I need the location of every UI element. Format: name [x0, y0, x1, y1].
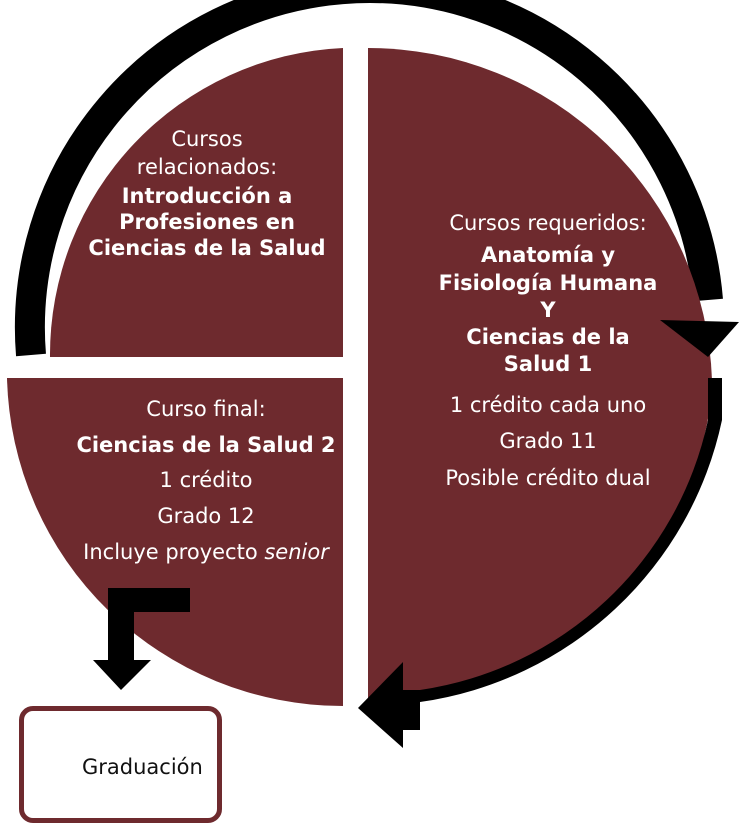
related-course-3: Ciencias de la Salud	[88, 236, 326, 260]
final-project-italic: senior	[264, 539, 329, 564]
final-heading: Curso final:	[146, 397, 266, 421]
required-grade: Grado 11	[499, 429, 597, 454]
graduation-label: Graduación	[82, 755, 203, 779]
elbow-arrowhead	[93, 660, 151, 690]
required-credits: 1 crédito cada uno	[449, 392, 647, 417]
required-course-2a: Ciencias de la	[466, 325, 630, 350]
related-courses-text: Cursos relacionados: Introducción a Prof…	[60, 126, 354, 261]
right-lower-arc	[420, 378, 722, 702]
graduation-box	[19, 706, 222, 823]
outer-cycle-arc	[14, 0, 723, 357]
related-heading-2: relacionados:	[136, 155, 278, 180]
quadrant-bottom-left	[7, 378, 343, 706]
quadrant-right	[368, 47, 712, 703]
required-course-2b: Salud 1	[503, 352, 593, 377]
related-course-1: Introducción a	[121, 183, 293, 208]
bottom-left-arrowhead	[358, 662, 420, 748]
required-dual-credit: Posible crédito dual	[445, 466, 651, 491]
required-and: Y	[540, 297, 556, 322]
elbow-arrow-vertical	[108, 588, 134, 664]
final-credits: 1 crédito	[159, 468, 253, 493]
required-course-1b: Fisiología Humana	[438, 270, 658, 295]
related-heading-1: Cursos	[171, 127, 243, 151]
required-heading: Cursos requeridos:	[449, 211, 647, 235]
final-grade: Grado 12	[157, 504, 255, 529]
required-course-1a: Anatomía y	[480, 243, 616, 268]
quadrant-top-left	[49, 48, 343, 357]
final-project-prefix: Incluye proyecto	[83, 539, 265, 564]
right-down-arrowhead	[660, 320, 739, 357]
final-project: Incluye proyecto senior	[50, 535, 362, 571]
final-course-name: Ciencias de la Salud 2	[76, 432, 336, 457]
related-course-2: Profesiones en	[119, 209, 295, 234]
final-course-text: Curso final: Ciencias de la Salud 2 1 cr…	[50, 392, 362, 570]
required-courses-text: Cursos requeridos: Anatomía y Fisiología…	[380, 210, 716, 497]
